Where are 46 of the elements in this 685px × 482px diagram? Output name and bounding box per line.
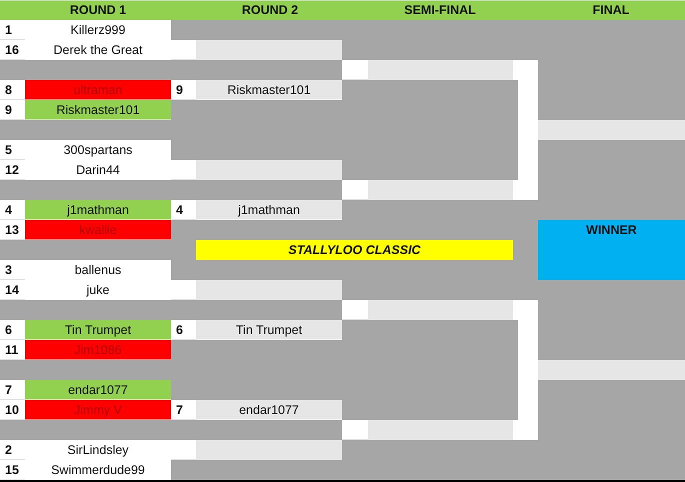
empty-bracket-slot: [538, 120, 685, 140]
seed-number: 1: [4, 22, 13, 39]
seed-number: 14: [4, 282, 20, 299]
seed-number: 11: [4, 342, 20, 359]
player-name: endar1077: [196, 400, 342, 420]
seed-number: 15: [4, 462, 20, 479]
seed-number: 4: [175, 202, 184, 219]
title-banner: [196, 240, 513, 260]
empty-bracket-slot: [342, 180, 513, 200]
seed-number: 7: [175, 402, 184, 419]
seed-number: 16: [4, 42, 20, 59]
seed-number: 4: [4, 202, 13, 219]
seed-number: 5: [4, 142, 13, 159]
player-name: Jim1086: [25, 340, 171, 360]
seed-number: 13: [4, 222, 20, 239]
seed-number: 2: [4, 442, 13, 459]
winner-box: [538, 220, 685, 280]
player-name: Tin Trumpet: [196, 320, 342, 340]
column-heading: SEMI-FINAL: [404, 3, 476, 17]
seed-number: 6: [4, 322, 13, 339]
seed-number: 9: [4, 102, 13, 119]
tournament-title: STALLYLOO CLASSIC: [288, 242, 421, 259]
seed-number: 9: [175, 82, 184, 99]
seed-number: 6: [175, 322, 184, 339]
winner-label: WINNER: [586, 222, 637, 239]
seed-number: 10: [4, 402, 20, 419]
player-name: Riskmaster101: [196, 80, 342, 100]
player-name: ultraman: [25, 80, 171, 100]
empty-bracket-slot: [538, 360, 685, 380]
empty-bracket-slot: [342, 60, 513, 80]
player-name: kwallie: [25, 220, 171, 240]
player-name: Tin Trumpet: [25, 320, 171, 340]
player-name: Jimmy V: [25, 400, 171, 420]
empty-bracket-slot: [342, 300, 513, 320]
column-heading: ROUND 1: [70, 3, 126, 17]
player-name: endar1077: [25, 380, 171, 400]
seed-number: 7: [4, 382, 13, 399]
column-heading: ROUND 2: [242, 3, 298, 17]
column-heading: FINAL: [592, 3, 630, 17]
player-name: Riskmaster101: [25, 100, 171, 120]
player-name: j1mathman: [25, 200, 171, 220]
seed-number: 12: [4, 162, 20, 179]
seed-number: 8: [4, 82, 13, 99]
seed-number: 3: [4, 262, 13, 279]
player-name: j1mathman: [196, 200, 342, 220]
empty-bracket-slot: [342, 420, 513, 440]
